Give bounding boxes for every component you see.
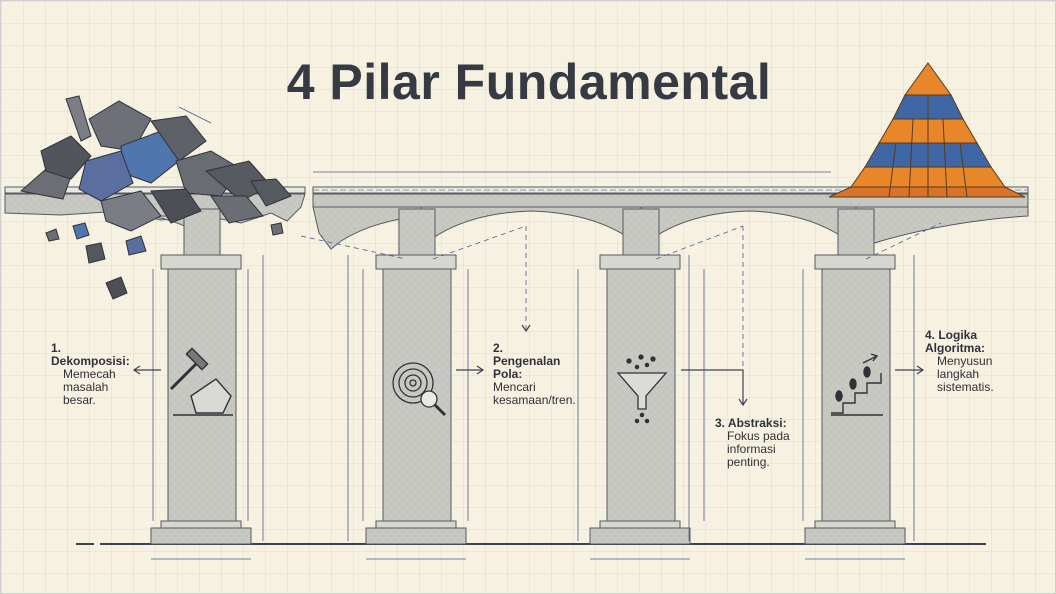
hammer-rock-icon [169,347,233,416]
funnel-icon [616,354,668,424]
pillar-1 [150,208,252,545]
pillar-1-heading: 1. Dekomposisi: [51,341,130,368]
pillar-1-description: Memecah masalah besar. [63,367,116,407]
pillar-4-label: 4. Logika Algoritma: Menyusun langkah si… [925,329,1017,394]
pillar-2-description: Mencari kesamaan/tren. [493,380,576,407]
pillar-3-description: Fokus pada informasi penting. [727,429,790,469]
pillar-2-label: 2. Pengenalan Pola: Mencari kesamaan/tre… [481,342,591,407]
pillar-4 [804,208,906,545]
pillar-2 [365,208,467,545]
slide-title: 4 Pilar Fundamental [286,54,772,110]
rubble-pile [19,95,292,300]
arrows [132,324,925,407]
pyramid [828,62,1026,198]
pillar-1-label: 1. Dekomposisi: Memecah masalah besar. [51,342,143,407]
pillar-4-heading: 4. Logika Algoritma: [925,328,985,355]
dimension-lines [151,106,942,560]
pillar-3-heading: 3. Abstraksi: [715,416,787,430]
fingerprint-magnifier-icon [392,362,447,417]
pillar-4-description: Menyusun langkah sistematis. [937,354,994,394]
pillar-3-label: 3. Abstraksi: Fokus pada informasi penti… [715,417,801,469]
pillar-3 [589,208,691,545]
stairs-footsteps-icon [831,353,883,416]
pillar-2-heading: 2. Pengenalan Pola: [493,341,561,381]
